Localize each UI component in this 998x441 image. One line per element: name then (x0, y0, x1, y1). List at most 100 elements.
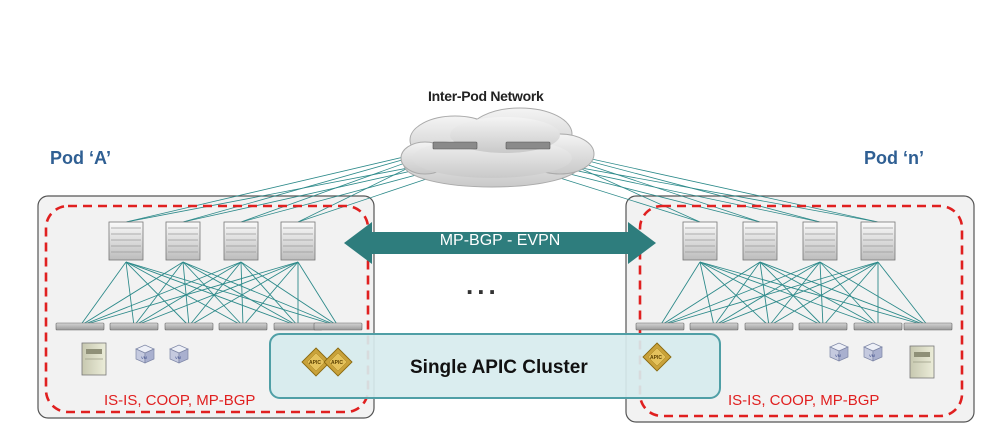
spine-leaf-link (240, 261, 339, 327)
spine-switch (223, 221, 259, 261)
spine-leaf-link (133, 261, 299, 327)
spine-leaf-link (819, 261, 879, 327)
pod-n-dashed-border (638, 204, 964, 418)
spine-leaf-link (759, 261, 824, 327)
spine-leaf-link (713, 261, 761, 327)
apic-controller-icon: APIC (301, 347, 331, 377)
spine-switch (860, 221, 896, 261)
apic-cluster-label: Single APIC Cluster (410, 357, 588, 378)
spine-leaf-link (240, 261, 244, 327)
spine-leaf-link (699, 261, 715, 327)
inter-pod-network-cloud (400, 107, 595, 188)
leaf-switch (798, 322, 848, 331)
apic-diamond-inner (647, 347, 667, 367)
apic-controller-icon: APIC (323, 347, 353, 377)
spine-leaf-link (125, 261, 135, 327)
vm-text: VM (175, 355, 181, 360)
vm-right (144, 348, 155, 364)
spine-switch (108, 221, 144, 261)
spine-leaf-link (133, 261, 184, 327)
spine-leaf-link (659, 261, 821, 327)
ipn-routers (432, 141, 551, 150)
spine-switch (165, 221, 201, 261)
leaf-switch (313, 322, 363, 331)
leaf-switch (903, 322, 953, 331)
spine-leaf-link (182, 261, 339, 327)
apic-controller-icon: APIC (642, 342, 672, 372)
spine-leaf-link (182, 261, 190, 327)
mp-bgp-evpn-label: MP-BGP - EVPN (439, 232, 561, 249)
pod-a-label: Pod ‘A’ (50, 148, 112, 168)
vm-text: VM (869, 353, 875, 358)
spine-leaf-link (759, 261, 879, 327)
vm-icon: VM (169, 344, 189, 364)
spine-leaf-link (125, 261, 299, 327)
vm-right (178, 348, 189, 364)
spine-leaf-link (822, 261, 879, 327)
spine-leaf-link (659, 261, 701, 327)
vm-text: VM (835, 353, 841, 358)
server-drive (914, 352, 930, 357)
spine-leaf-link (79, 261, 184, 327)
evpn-arrow (344, 222, 656, 264)
leaf-switch (164, 322, 214, 331)
spine-leaf-link (79, 261, 242, 327)
pod-n-protocols-label: IS-IS, COOP, MP-BGP (728, 392, 880, 409)
leaf-switch (635, 322, 685, 331)
apic-text: APIC (309, 360, 321, 366)
spine-leaf-link (125, 261, 190, 327)
ipn-router-1 (432, 141, 478, 150)
spine-leaf-link (79, 261, 299, 327)
spine-leaf-link (768, 261, 821, 327)
apic-diamond-inner (306, 352, 326, 372)
leaf-switch (853, 322, 903, 331)
spine-leaf-link (699, 261, 770, 327)
vm-icon: VM (829, 342, 849, 362)
spine-leaf-link (768, 261, 879, 327)
spine-leaf-link (819, 261, 824, 327)
spine-ipn-link (125, 144, 456, 223)
spine-leaf-link (877, 261, 929, 327)
server-icon (81, 342, 107, 376)
apic-text: APIC (331, 360, 343, 366)
ellipsis: ... (466, 270, 500, 300)
leaf-switch (744, 322, 794, 331)
spine-leaf-link (79, 261, 127, 327)
leaf-switch (109, 322, 159, 331)
spine-leaf-link (699, 261, 929, 327)
pod-a-dashed-border (44, 204, 370, 414)
spine-switch (802, 221, 838, 261)
server-icon (909, 345, 935, 379)
spine-leaf-link (713, 261, 821, 327)
switches (55, 221, 953, 331)
spine-leaf-link (699, 261, 879, 327)
leaf-switch (55, 322, 105, 331)
vm-right (872, 346, 883, 362)
spine-leaf-link (188, 261, 299, 327)
apic-text: APIC (650, 355, 662, 361)
spine-leaf-link (240, 261, 299, 327)
inter-pod-network-label: Inter-Pod Network (428, 88, 544, 104)
spine-leaf-link (659, 261, 761, 327)
ipn-router-2 (505, 141, 551, 150)
spine-leaf-link (699, 261, 824, 327)
spine-leaf-link (713, 261, 879, 327)
spine-leaf-link (242, 261, 299, 327)
spine-leaf-link (659, 261, 879, 327)
leaf-switch (689, 322, 739, 331)
spine-leaf-link (759, 261, 770, 327)
spine-leaf-link (182, 261, 299, 327)
server-drive (86, 349, 102, 354)
spine-leaf-link (125, 261, 244, 327)
spine-switch (280, 221, 316, 261)
spine-leaf-link (182, 261, 244, 327)
spine-leaf-link (297, 261, 339, 327)
spine-leaf-link (125, 261, 339, 327)
spine-leaf-link (759, 261, 929, 327)
apic-diamond-inner (328, 352, 348, 372)
pod-n-label: Pod ‘n’ (864, 148, 924, 168)
spine-switch (742, 221, 778, 261)
apic-cluster-box (269, 333, 721, 399)
vm-icon: VM (863, 342, 883, 362)
